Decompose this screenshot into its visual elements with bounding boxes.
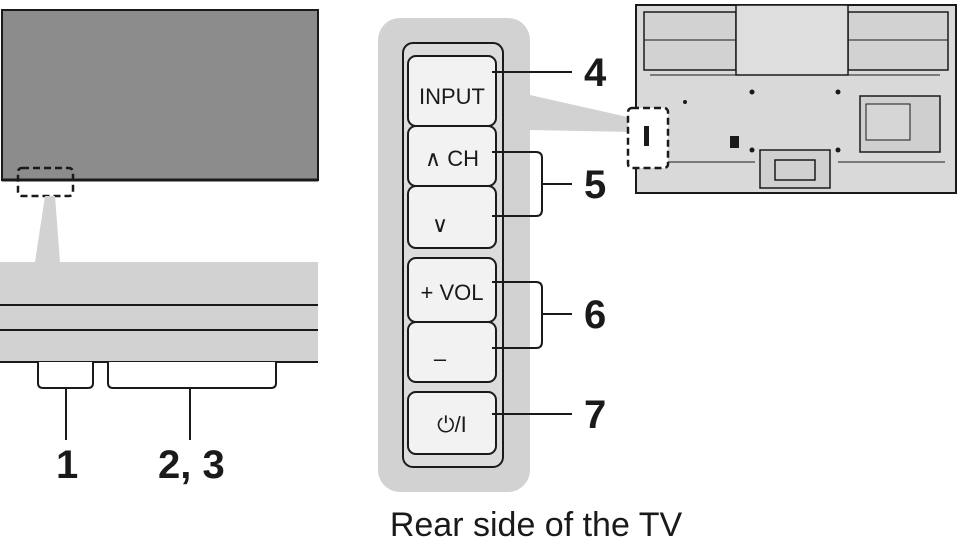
channel-down-label: ∨ [432, 212, 448, 237]
volume-up-label: + VOL [421, 280, 484, 305]
callout-6: 6 [584, 293, 606, 337]
zoom-wedge-rear [530, 95, 632, 132]
channel-up-button[interactable]: ∧ CH [407, 125, 497, 187]
callout-1: 1 [56, 443, 78, 487]
input-button-label: INPUT [419, 84, 485, 109]
callout-2-3: 2, 3 [158, 443, 225, 487]
volume-up-button[interactable]: + VOL [407, 257, 497, 323]
zoom-wedge-front [35, 196, 60, 262]
channel-down-button[interactable]: ∨ [407, 185, 497, 249]
tv-screen [1, 9, 319, 181]
channel-up-label: ∧ CH [425, 146, 479, 171]
volume-down-label: – [434, 346, 447, 371]
remote-sensor-area [37, 362, 94, 389]
callout-7: 7 [584, 393, 606, 437]
indicator-area [107, 362, 277, 389]
bracket-6 [492, 281, 572, 349]
bracket-5 [492, 151, 572, 217]
power-button-label: ⏻/I [437, 412, 467, 437]
power-button[interactable]: ⏻/I [407, 391, 497, 455]
input-button[interactable]: INPUT [407, 55, 497, 127]
callout-4: 4 [584, 51, 607, 95]
caption: Rear side of the TV [390, 506, 683, 542]
tv-rear-view [626, 4, 957, 194]
volume-down-button[interactable]: – [407, 321, 497, 383]
tv-front-view [1, 9, 319, 198]
callout-5: 5 [584, 163, 606, 207]
tv-bottom-enlarged [0, 262, 318, 440]
